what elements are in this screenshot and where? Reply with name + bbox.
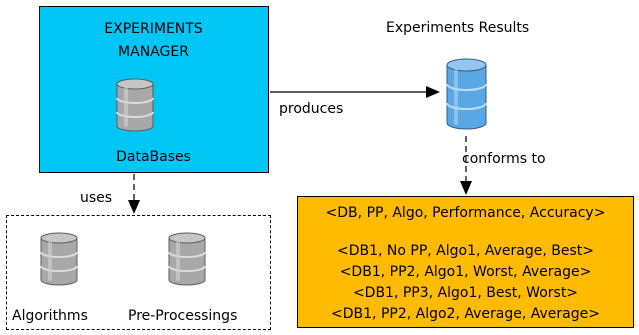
databases-label: DataBases (116, 149, 191, 165)
produces-arrow (270, 86, 440, 98)
algorithms-label: Algorithms (12, 308, 88, 324)
uses-label: uses (80, 190, 113, 206)
experiments-manager-box: EXPERIMENTS MANAGER DataBases (39, 6, 269, 173)
results-row: <DB1, PP2, Algo1, Worst, Average> (339, 264, 592, 280)
results-row: <DB1, No PP, Algo1, Average, Best> (336, 243, 595, 259)
results-format-box: <DB, PP, Algo, Performance, Accuracy> <D… (297, 196, 634, 328)
results-schema: <DB, PP, Algo, Performance, Accuracy> (325, 205, 606, 221)
preprocessings-label: Pre-Processings (128, 308, 238, 324)
results-row: <DB1, PP3, Algo1, Best, Worst> (352, 285, 579, 301)
conforms-to-label: conforms to (462, 151, 546, 167)
experiments-results-label: Experiments Results (386, 20, 530, 36)
results-row: <DB1, PP2, Algo2, Average, Average> (331, 306, 600, 322)
manager-title-line1: EXPERIMENTS (104, 21, 203, 37)
conforms-to-arrow (460, 136, 472, 195)
resources-box: Algorithms Pre-Processings (6, 215, 271, 330)
algorithms-database-icon (40, 232, 78, 286)
uses-arrow (128, 174, 140, 214)
databases-icon (116, 78, 154, 132)
manager-title-line2: MANAGER (118, 44, 189, 60)
experiments-results-database-icon (446, 58, 487, 130)
preprocessings-database-icon (168, 232, 206, 286)
produces-label: produces (279, 101, 344, 117)
